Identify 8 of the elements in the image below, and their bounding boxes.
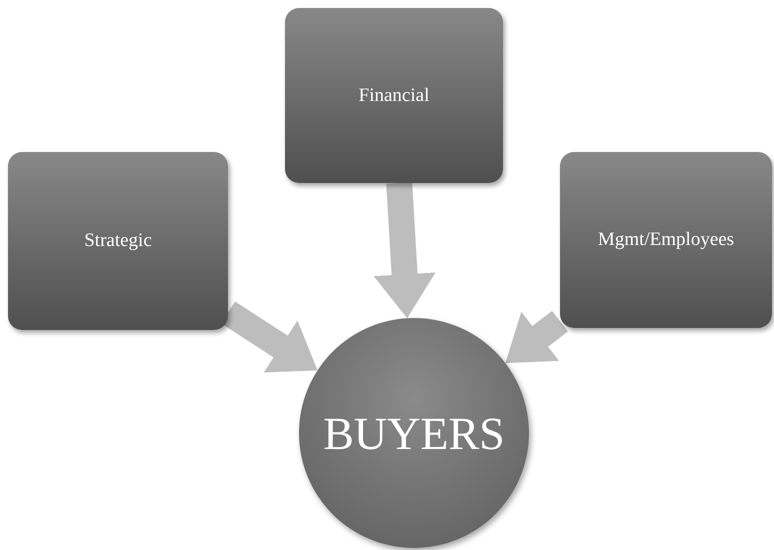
node-label: Strategic bbox=[84, 230, 152, 252]
rounded-box bbox=[560, 152, 772, 328]
node-label: Financial bbox=[358, 84, 430, 106]
node-label: BUYERS bbox=[323, 406, 505, 460]
rounded-box bbox=[285, 8, 503, 183]
rounded-box bbox=[8, 152, 228, 330]
arrow bbox=[374, 182, 436, 319]
node-label: Mgmt/Employees bbox=[598, 229, 734, 251]
